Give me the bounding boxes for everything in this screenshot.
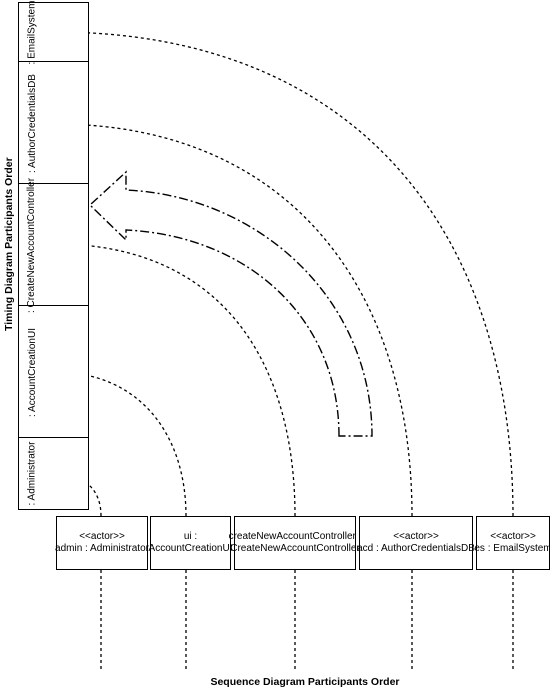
timing-participants-column: : EmailSystem : AuthorCredentialsDB : Cr… [18,0,89,510]
seq-ui-instance: ui : [183,531,198,542]
timing-label-account-creation-ui: : AccountCreationUI [26,327,38,417]
seq-acd-name: acd : AuthorCredentialsDB [357,543,475,554]
seq-controller-instance: createNewAccountController : [228,531,362,542]
seq-ui-name: AccountCreationUI [148,543,233,554]
seq-es-name: es : EmailSystem [474,543,550,554]
seq-acd-stereotype: <<actor>> [393,531,439,542]
connector-author-credentials-db [54,120,413,517]
seq-participant-ui: ui : AccountCreationUI [148,516,233,570]
seq-admin-name: admin : Administrator [55,543,149,554]
seq-participant-es: <<actor>> es : EmailSystem [474,516,550,570]
seq-participant-admin: <<actor>> admin : Administrator [55,516,149,570]
timing-cell-email-system: : EmailSystem [19,0,88,65]
timing-cell-author-credentials-db: : AuthorCredentialsDB [19,62,88,184]
timing-label-administrator: : Administrator [26,441,38,505]
timing-cell-create-new-account-controller: : CreateNewAccountController [19,177,88,313]
timing-label-author-credentials-db: : AuthorCredentialsDB [26,73,38,173]
connector-create-new-account-controller [54,240,296,517]
timing-cell-account-creation-ui: : AccountCreationUI [19,306,88,438]
connector-account-creation-ui [54,368,187,517]
seq-es-stereotype: <<actor>> [490,531,536,542]
seq-participant-acd: <<actor>> acd : AuthorCredentialsDB [357,516,475,570]
timing-cell-administrator: : Administrator [19,438,88,508]
timing-label-email-system: : EmailSystem [26,0,38,65]
timing-axis-title: Timing Diagram Participants Order [3,157,15,331]
ordering-arrow [88,170,373,437]
sequence-axis-title: Sequence Diagram Participants Order [210,676,400,688]
seq-admin-stereotype: <<actor>> [79,531,125,542]
connector-email-system [54,28,514,517]
seq-controller-name: CreateNewAccountController [230,543,360,554]
seq-participant-controller: createNewAccountController : CreateNewAc… [229,516,361,570]
timing-label-create-new-account-controller: : CreateNewAccountController [26,177,38,313]
